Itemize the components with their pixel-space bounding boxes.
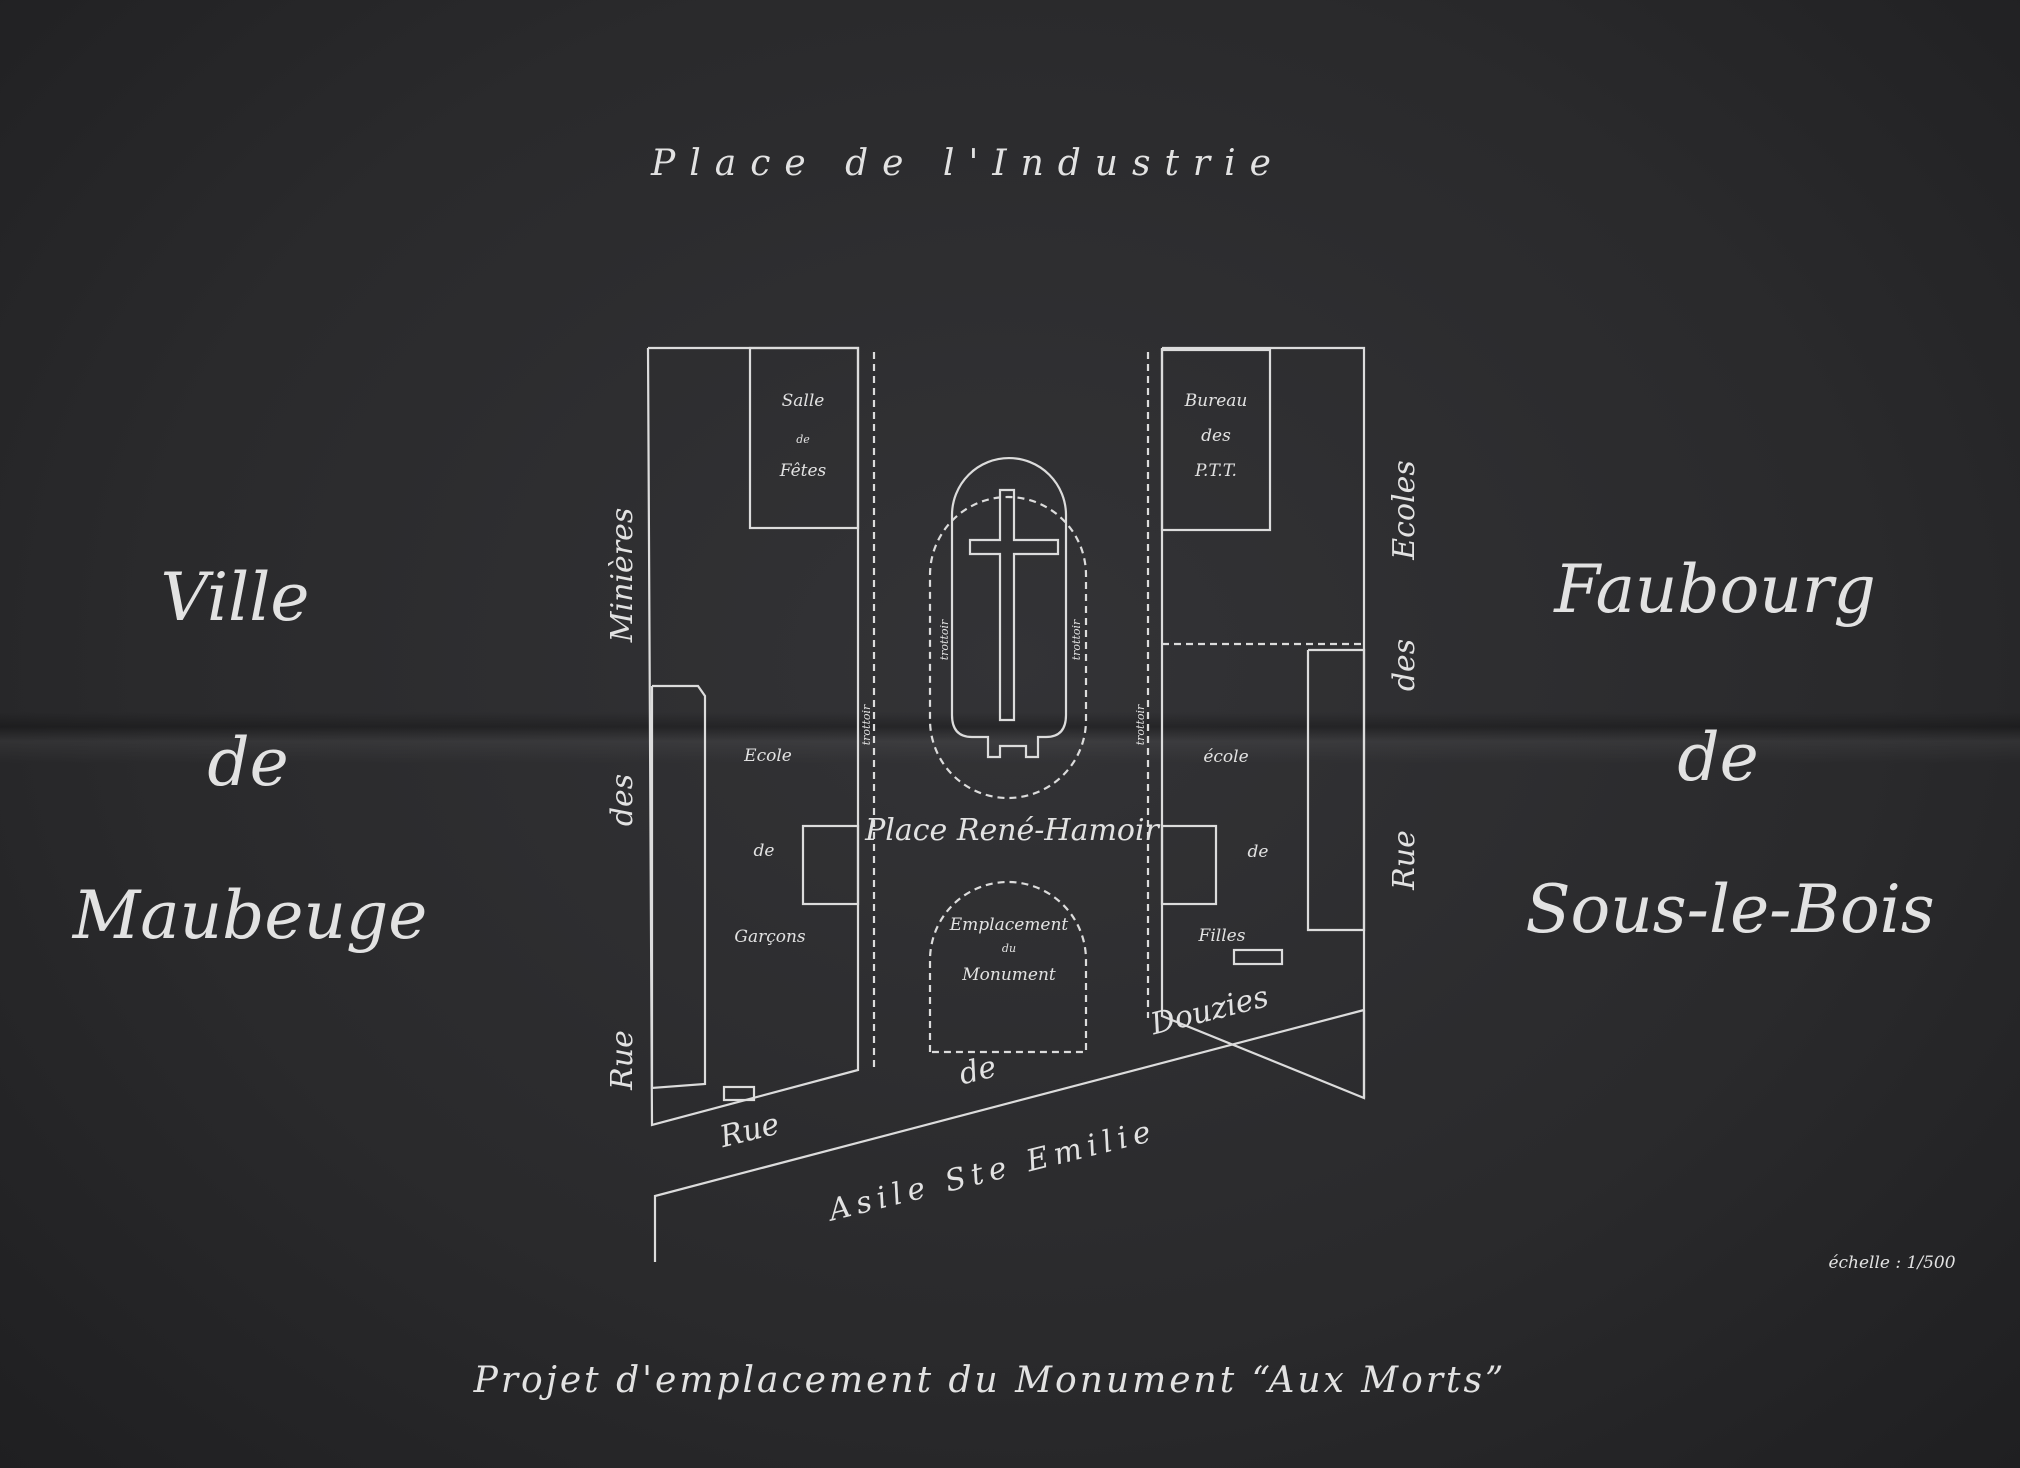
cross-symbol bbox=[968, 488, 1060, 722]
salle-label-l3: Fêtes bbox=[779, 461, 827, 481]
left-street-word3: Minières bbox=[605, 508, 640, 643]
monument-site-l1: Emplacement bbox=[949, 915, 1069, 935]
garcons-label-l3: Garçons bbox=[734, 927, 806, 947]
north-street-label: Place de l'Industrie bbox=[650, 143, 1285, 184]
right-street-word1: Rue bbox=[1387, 830, 1422, 891]
bureau-label-l2: des bbox=[1201, 426, 1231, 446]
square-name-label: Place René-Hamoir bbox=[864, 813, 1160, 848]
cross-enclosure-outer bbox=[928, 495, 1088, 800]
asile-road-edge bbox=[653, 1008, 1365, 1262]
trottoir-right-outer: trottoir bbox=[1134, 704, 1147, 745]
left-street-word2: des bbox=[605, 774, 640, 826]
garcons-label-l1: Ecole bbox=[743, 746, 792, 766]
left-block-outline bbox=[646, 346, 860, 1127]
right-town-line3: Sous-le-Bois bbox=[1525, 871, 1934, 948]
salle-label-l1: Salle bbox=[782, 391, 825, 411]
right-street-word2: des bbox=[1387, 639, 1422, 691]
monument-site-l2: du bbox=[1002, 942, 1016, 955]
right-long-building bbox=[1306, 648, 1366, 932]
garcons-label-l2: de bbox=[754, 841, 775, 861]
filles-label-l1: école bbox=[1203, 747, 1248, 767]
left-long-building bbox=[650, 684, 707, 1090]
scale-label: échelle : 1/500 bbox=[1828, 1253, 1955, 1273]
monument-site-outline bbox=[928, 880, 1088, 1054]
cross-stone-inner bbox=[950, 456, 1068, 759]
bureau-ptt-building bbox=[1160, 348, 1272, 532]
salle-des-fetes-building bbox=[748, 346, 860, 530]
left-street-word1: Rue bbox=[605, 1030, 640, 1091]
trottoir-left-outer: trottoir bbox=[860, 704, 873, 745]
salle-label-l2: de bbox=[796, 433, 810, 446]
filles-annex-building bbox=[1160, 824, 1218, 906]
hatched-feature-right bbox=[1232, 948, 1284, 966]
filles-label-l3: Filles bbox=[1198, 926, 1246, 946]
bottom-street-word1: Rue bbox=[716, 1107, 783, 1156]
right-town-line1: Faubourg bbox=[1553, 551, 1875, 628]
right-town-line2: de bbox=[1677, 719, 1758, 796]
plan-linework bbox=[646, 346, 1366, 1262]
trottoir-cross-left: trottoir bbox=[938, 619, 951, 660]
right-street-word3: Ecoles bbox=[1387, 460, 1422, 561]
left-town-line3: Maubeuge bbox=[72, 877, 428, 954]
hatched-feature-left bbox=[722, 1085, 756, 1102]
monument-site-l3: Monument bbox=[961, 965, 1056, 985]
bottom-street-word3: Douzies bbox=[1146, 979, 1272, 1042]
bottom-street-word2: de bbox=[956, 1049, 1000, 1092]
left-town-line1: Ville bbox=[161, 559, 310, 636]
asile-street-label: Asile Ste Emilie bbox=[822, 1113, 1160, 1229]
left-town-line2: de bbox=[207, 724, 288, 801]
bureau-label-l1: Bureau bbox=[1184, 391, 1248, 411]
bureau-label-l3: P.T.T. bbox=[1194, 461, 1237, 481]
plan-title: Projet d'emplacement du Monument “Aux Mo… bbox=[473, 1360, 1507, 1401]
filles-label-l2: de bbox=[1248, 842, 1269, 862]
garcons-annex-building bbox=[801, 824, 860, 906]
trottoir-cross-right: trottoir bbox=[1070, 619, 1083, 660]
